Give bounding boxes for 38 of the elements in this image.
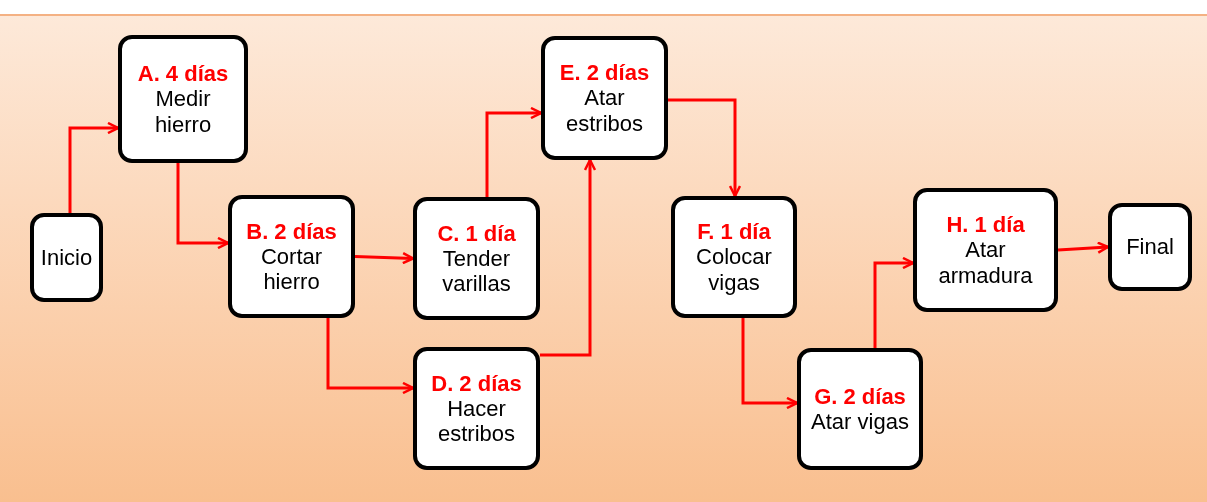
- task-box: [30, 213, 103, 302]
- task-name: Medir hierro: [153, 86, 213, 137]
- task-box: [913, 188, 1058, 312]
- task-box: [1108, 203, 1192, 291]
- arrow: [540, 158, 597, 357]
- task-duration: E. 2 días: [559, 60, 650, 86]
- task-duration: C. 1 día: [437, 220, 516, 246]
- task-name: Tender varillas: [441, 245, 512, 297]
- arrow: [68, 121, 120, 213]
- arrow: [326, 318, 415, 395]
- task-duration: B. 2 días: [246, 218, 337, 244]
- arrow: [485, 106, 543, 197]
- task-name: Atar vigas: [810, 409, 910, 435]
- arrow: [741, 318, 799, 410]
- arrow: [1057, 241, 1110, 254]
- task-name: Atar estribos: [564, 85, 644, 136]
- task-duration: G. 2 días: [814, 383, 906, 409]
- task-name: Colocar vigas: [695, 244, 773, 295]
- task-box: [228, 195, 355, 318]
- task-box: [413, 197, 540, 320]
- task-box: [797, 348, 923, 470]
- arrow: [354, 251, 415, 265]
- task-box: [413, 347, 540, 470]
- task-duration: D. 2 días: [431, 370, 522, 396]
- task-box: [541, 36, 668, 160]
- task-name: Hacer estribos: [436, 395, 516, 447]
- arrow: [176, 163, 230, 250]
- task-box: [118, 35, 248, 163]
- task-box: [671, 196, 797, 318]
- task-duration: F. 1 día: [697, 219, 771, 245]
- task-name: Final: [1125, 234, 1175, 260]
- task-name: Atar armadura: [937, 237, 1034, 288]
- task-duration: H. 1 día: [946, 212, 1025, 238]
- arrow: [873, 256, 915, 348]
- task-duration: A. 4 días: [137, 61, 229, 87]
- task-name: Cortar hierro: [259, 243, 324, 295]
- task-name: Inicio: [39, 244, 94, 271]
- arrow: [668, 98, 742, 198]
